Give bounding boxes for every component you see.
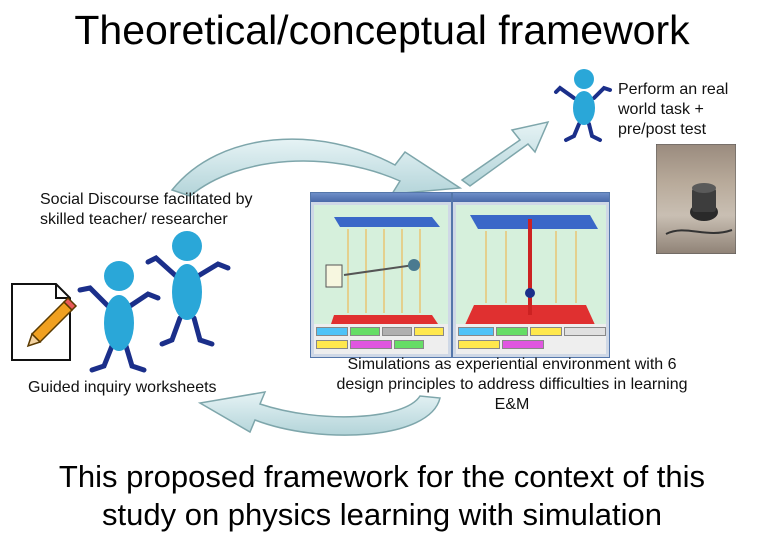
person-figure-front <box>77 261 161 373</box>
real-world-task-caption: Perform an real world task + pre/post te… <box>618 80 758 140</box>
social-discourse-caption: Social Discourse facilitated by skilled … <box>40 190 310 230</box>
person-figure-back <box>145 231 231 347</box>
slide-title: Theoretical/conceptual framework <box>74 7 690 53</box>
discourse-figures <box>77 231 231 373</box>
diagonal-arrow <box>460 120 550 187</box>
caption-line: world task + <box>618 101 704 118</box>
bottom-curved-arrow <box>197 391 441 436</box>
caption-line: design principles to address difficultie… <box>336 376 688 393</box>
simulation-screenshot-2 <box>452 192 610 358</box>
caption-line: pre/post test <box>618 121 707 138</box>
caption-line: Social Discourse facilitated by <box>40 191 253 208</box>
framework-statement: This proposed framework for the context … <box>0 458 764 534</box>
worksheet-icon <box>11 283 78 361</box>
statement-line: This proposed framework for the context … <box>58 459 706 494</box>
caption-line: E&M <box>494 396 530 413</box>
statement-line: study on physics learning with simulatio… <box>102 497 662 532</box>
worksheets-caption: Guided inquiry worksheets <box>28 379 217 396</box>
top-curved-arrow <box>170 138 463 197</box>
pencil-icon <box>26 296 78 348</box>
caption-line: Perform an real <box>618 81 729 98</box>
simulation-caption: Simulations as experiential environment … <box>292 355 732 415</box>
caption-line: Simulations as experiential environment … <box>347 356 677 373</box>
task-photo <box>655 143 737 255</box>
single-person-figure <box>554 69 612 142</box>
caption-line: skilled teacher/ researcher <box>40 211 228 228</box>
simulation-screenshot-1 <box>310 192 452 358</box>
